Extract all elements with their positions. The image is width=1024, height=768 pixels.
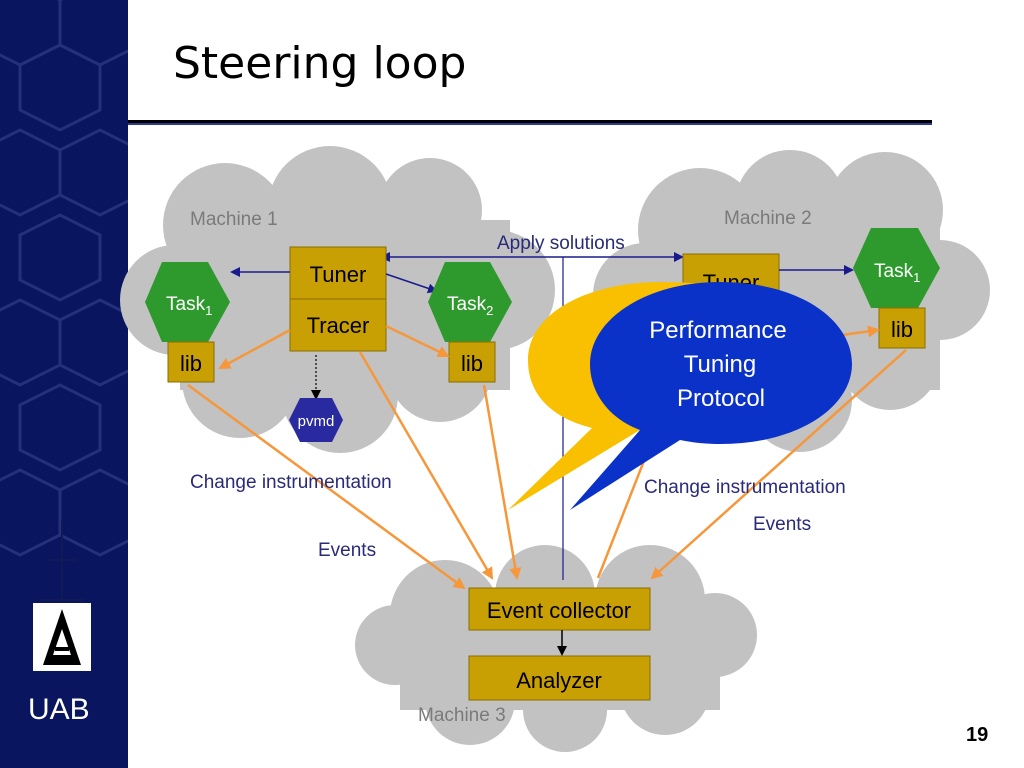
- task1-label-m2: Task1: [874, 261, 920, 285]
- task1-subscript: 1: [205, 303, 212, 318]
- task1-hexagon-m1: [145, 262, 230, 342]
- tracer-events-arrow: [358, 351, 494, 580]
- event-collector-label: Event collector: [487, 598, 631, 623]
- callout-line2: Tuning: [684, 351, 757, 378]
- events-label-left: Events: [318, 540, 376, 561]
- lib-box-task1-m1: [167, 341, 215, 383]
- institution-label: UAB: [28, 693, 90, 726]
- callout-line3: Protocol: [677, 385, 765, 412]
- slide-title: Steering loop: [173, 38, 467, 89]
- tuner-label-m1: Tuner: [310, 262, 367, 287]
- hexagon-pattern: [0, 0, 128, 601]
- tracer-to-lib1-arrow: [218, 328, 291, 370]
- event-collector-box: [468, 587, 651, 631]
- tracer-box: [289, 298, 387, 352]
- lib-label-task1-m1: lib: [180, 351, 202, 376]
- lib-label-task2-m1: lib: [461, 351, 483, 376]
- tuner-box-m1: [289, 246, 387, 300]
- task2-label-m1: Task2: [447, 294, 493, 318]
- machine3-label: Machine 3: [418, 705, 506, 726]
- callout-line1: Performance: [649, 317, 786, 344]
- events-label-right: Events: [753, 514, 811, 535]
- task1-hexagon-m2: [853, 228, 940, 308]
- task2-subscript: 2: [486, 303, 493, 318]
- task2-hexagon-m1: [428, 262, 512, 342]
- lib-label-task1-m2: lib: [891, 317, 913, 342]
- task1-label-m1: Task1: [166, 294, 212, 318]
- task-name: Task: [166, 294, 206, 315]
- task-name: Task: [447, 294, 487, 315]
- analyzer-box: [468, 655, 651, 701]
- tuner-to-task2-arrow: [385, 273, 438, 294]
- analyzer-label: Analyzer: [516, 668, 602, 693]
- title-divider-accent: [128, 123, 932, 125]
- change-instrumentation-label-left: Change instrumentation: [190, 472, 392, 493]
- lib-box-task2-m1: [448, 341, 496, 383]
- machine2-label: Machine 2: [724, 208, 812, 229]
- machine3-cloud: [355, 545, 757, 752]
- machine1-label: Machine 1: [190, 209, 278, 230]
- pvmd-hexagon: [289, 398, 343, 442]
- uab-logo: [33, 603, 91, 671]
- lib1-events-arrow: [187, 383, 466, 590]
- task1-subscript: 1: [913, 270, 920, 285]
- change-instrumentation-label-right: Change instrumentation: [644, 477, 846, 498]
- lib-m2-events-arrow: [650, 349, 907, 580]
- task-name: Task: [874, 261, 914, 282]
- tracer-to-lib2-arrow: [385, 324, 450, 358]
- pvmd-label: pvmd: [298, 413, 335, 430]
- event-arrows: [187, 324, 907, 590]
- lib2-events-arrow: [482, 384, 522, 580]
- tracer-label: Tracer: [307, 313, 370, 338]
- title-divider: [128, 120, 932, 123]
- uab-logo-mark: [33, 603, 91, 671]
- page-number: 19: [966, 724, 989, 746]
- callout-blue-bubble: [570, 282, 852, 510]
- apply-solutions-label: Apply solutions: [497, 233, 625, 254]
